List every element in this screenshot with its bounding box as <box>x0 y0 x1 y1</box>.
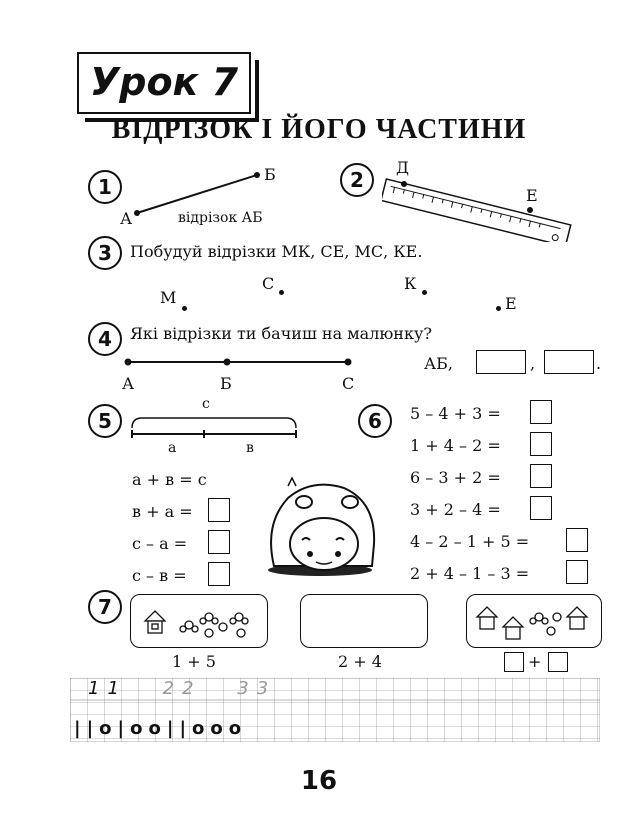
point-k-label: К <box>404 274 417 293</box>
segment-ab-drawing <box>134 172 260 216</box>
point-e[interactable] <box>496 306 501 311</box>
pattern-2: о <box>99 718 118 739</box>
pattern-8: о <box>192 718 211 739</box>
point-m-label: М <box>160 288 177 307</box>
point-c4-label: С <box>342 374 355 393</box>
task-6-eq-4: 3 + 2 – 4 = <box>410 500 501 519</box>
task-6-answer-6[interactable] <box>566 560 588 584</box>
part-whole-diagram <box>131 417 297 438</box>
hippo-icon <box>268 476 376 576</box>
task-6-eq-6: 2 + 4 – 1 – 3 = <box>410 564 530 583</box>
task-5-answer-2[interactable] <box>208 498 230 522</box>
answer-box-1[interactable] <box>476 350 526 374</box>
task-6-eq-2: 1 + 4 – 2 = <box>410 436 501 455</box>
point-k[interactable] <box>422 290 427 295</box>
digit-practice-row: 11 22 33 <box>88 678 276 699</box>
point-b4-label: Б <box>220 374 232 393</box>
picture-card-2[interactable] <box>300 594 428 648</box>
digit-1b: 1 <box>107 678 127 699</box>
task-5-eq-1: а + в = с <box>132 470 207 489</box>
point-m[interactable] <box>182 306 187 311</box>
part-a-label: а <box>168 440 177 456</box>
digit-2a: 2 <box>162 678 183 699</box>
task-6-answer-1[interactable] <box>530 400 552 424</box>
point-b-label: Б <box>264 165 276 184</box>
task-6-answer-4[interactable] <box>530 496 552 520</box>
task-5-answer-3[interactable] <box>208 530 230 554</box>
task-7-caption-2: 2 + 4 <box>338 652 382 671</box>
segment-abc-drawing <box>124 358 352 366</box>
pattern-6: | <box>166 718 180 739</box>
point-e3-label: Е <box>505 294 517 313</box>
page-number: 16 <box>300 766 338 796</box>
part-b-label: в <box>246 440 254 456</box>
task-7-caption-1: 1 + 5 <box>172 652 216 671</box>
page-title: ВІДРІЗОК І ЙОГО ЧАСТИНИ <box>111 114 527 145</box>
picture-card-3 <box>466 594 602 648</box>
lesson-badge: Урок 7 <box>77 52 259 122</box>
task-4-question: Які відрізки ти бачиш на малюнку? <box>130 324 432 343</box>
point-a4-label: А <box>122 374 135 393</box>
pattern-3: | <box>117 718 131 739</box>
pattern-9: о <box>210 718 229 739</box>
task-5-answer-4[interactable] <box>208 562 230 586</box>
task-2-number: 2 <box>340 163 374 197</box>
point-a-label: А <box>120 209 133 228</box>
pattern-practice-row: ||о|оо||ооо <box>74 718 247 739</box>
pattern-0: | <box>74 718 87 739</box>
lesson-title: Урок 7 <box>89 60 239 104</box>
pattern-1: | <box>86 718 100 739</box>
digit-3b: 3 <box>256 678 277 699</box>
answer-box-2[interactable] <box>544 350 594 374</box>
task-6-eq-1: 5 – 4 + 3 = <box>410 404 501 423</box>
task-1-number: 1 <box>88 170 122 204</box>
pattern-10: о <box>228 718 248 739</box>
houses-flowers-icon <box>475 606 589 640</box>
point-c-label: С <box>262 274 275 293</box>
point-d-label: Д <box>396 158 410 177</box>
task-5-eq-4: с – в = <box>132 566 187 585</box>
answer-separator: , <box>530 354 536 373</box>
point-c[interactable] <box>279 290 284 295</box>
pattern-5: о <box>148 718 167 739</box>
task-6-eq-3: 6 – 3 + 2 = <box>410 468 501 487</box>
writing-grid[interactable] <box>70 678 600 742</box>
task-6-answer-2[interactable] <box>530 432 552 456</box>
task-5-eq-2: в + а = <box>132 502 193 521</box>
task-6-answer-3[interactable] <box>530 464 552 488</box>
task-4-number: 4 <box>88 322 122 356</box>
digit-2b: 2 <box>182 678 202 699</box>
digit-1a: 1 <box>88 678 108 699</box>
task-6-number: 6 <box>358 404 392 438</box>
digit-3a: 3 <box>237 678 257 699</box>
picture-card-1 <box>130 594 268 648</box>
task-3-instruction: Побудуй відрізки МК, СЕ, МС, КЕ. <box>130 242 423 261</box>
task-7-answer-b[interactable] <box>548 652 568 672</box>
answer-prefix: АБ, <box>424 354 453 373</box>
answer-end: . <box>596 354 602 373</box>
ruler-icon <box>382 178 572 242</box>
task-3-number: 3 <box>88 236 122 270</box>
house-flowers-icon <box>143 610 249 638</box>
pattern-7: | <box>179 718 193 739</box>
task-6-eq-5: 4 – 2 – 1 + 5 = <box>410 532 530 551</box>
task-7-plus: + <box>528 652 542 671</box>
point-e-label: Е <box>526 186 538 205</box>
task-5-number: 5 <box>88 404 122 438</box>
task-7-number: 7 <box>88 590 122 624</box>
task-5-eq-3: с – а = <box>132 534 188 553</box>
whole-label: с <box>202 396 210 412</box>
task-7-answer-a[interactable] <box>504 652 524 672</box>
segment-caption: відрізок АБ <box>178 210 263 226</box>
task-6-answer-5[interactable] <box>566 528 588 552</box>
pattern-4: о <box>130 718 149 739</box>
